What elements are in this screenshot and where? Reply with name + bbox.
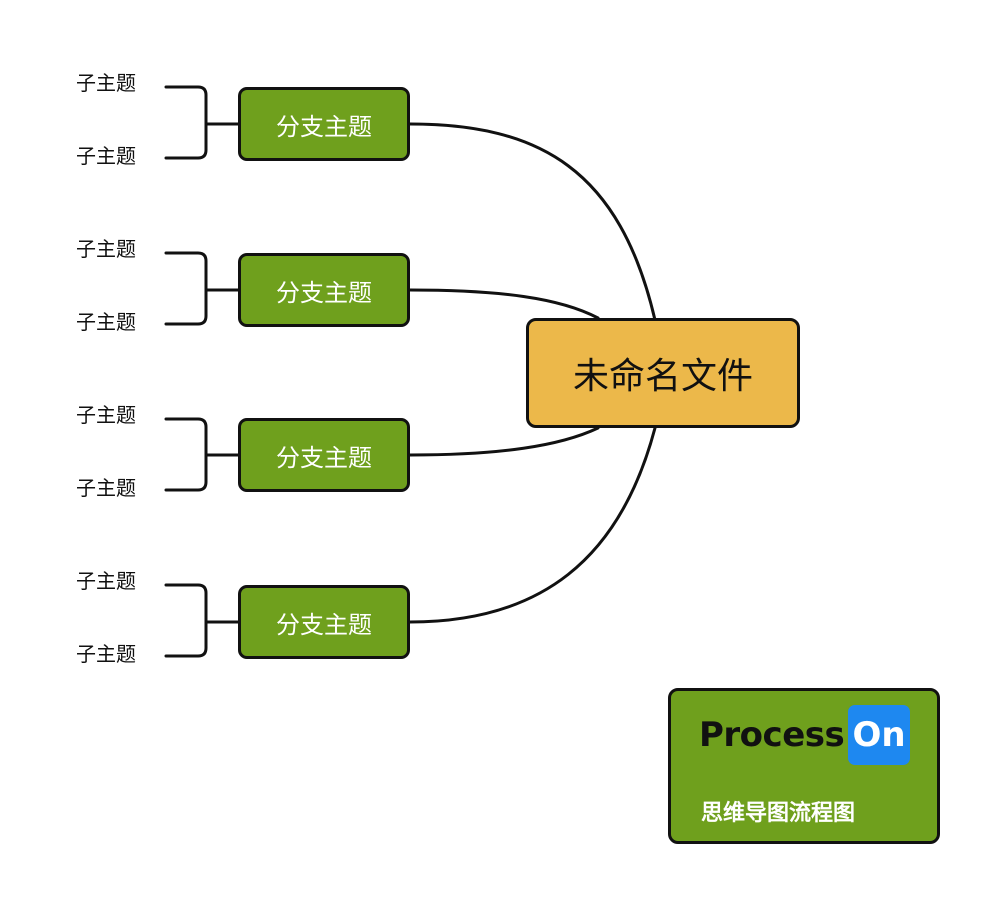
processon-logo-word: Process [699,715,845,755]
bracket-branch-2 [164,251,240,326]
connector-branch-2 [408,288,600,320]
connector-branch-4 [408,426,657,624]
connector-branch-3 [408,426,600,457]
subtopic-3-2[interactable]: 子主题 [76,476,136,500]
branch-topic-1[interactable]: 分支主题 [238,87,410,161]
processon-watermark: Process On 思维导图流程图 [668,688,940,844]
branch-topic-3[interactable]: 分支主题 [238,418,410,492]
subtopic-2-2[interactable]: 子主题 [76,310,136,334]
subtopic-2-1[interactable]: 子主题 [76,237,136,261]
branch-topic-4[interactable]: 分支主题 [238,585,410,659]
subtopic-3-1[interactable]: 子主题 [76,403,136,427]
bracket-branch-1 [164,85,240,160]
connector-branch-1 [408,122,657,322]
processon-logo-badge: On [848,705,910,765]
bracket-branch-3 [164,417,240,492]
processon-tagline: 思维导图流程图 [701,801,856,826]
subtopic-1-2[interactable]: 子主题 [76,144,136,168]
subtopic-4-2[interactable]: 子主题 [76,642,136,666]
subtopic-4-1[interactable]: 子主题 [76,569,136,593]
bracket-branch-4 [164,583,240,658]
subtopic-1-1[interactable]: 子主题 [76,71,136,95]
central-topic[interactable]: 未命名文件 [526,318,800,428]
branch-topic-2[interactable]: 分支主题 [238,253,410,327]
